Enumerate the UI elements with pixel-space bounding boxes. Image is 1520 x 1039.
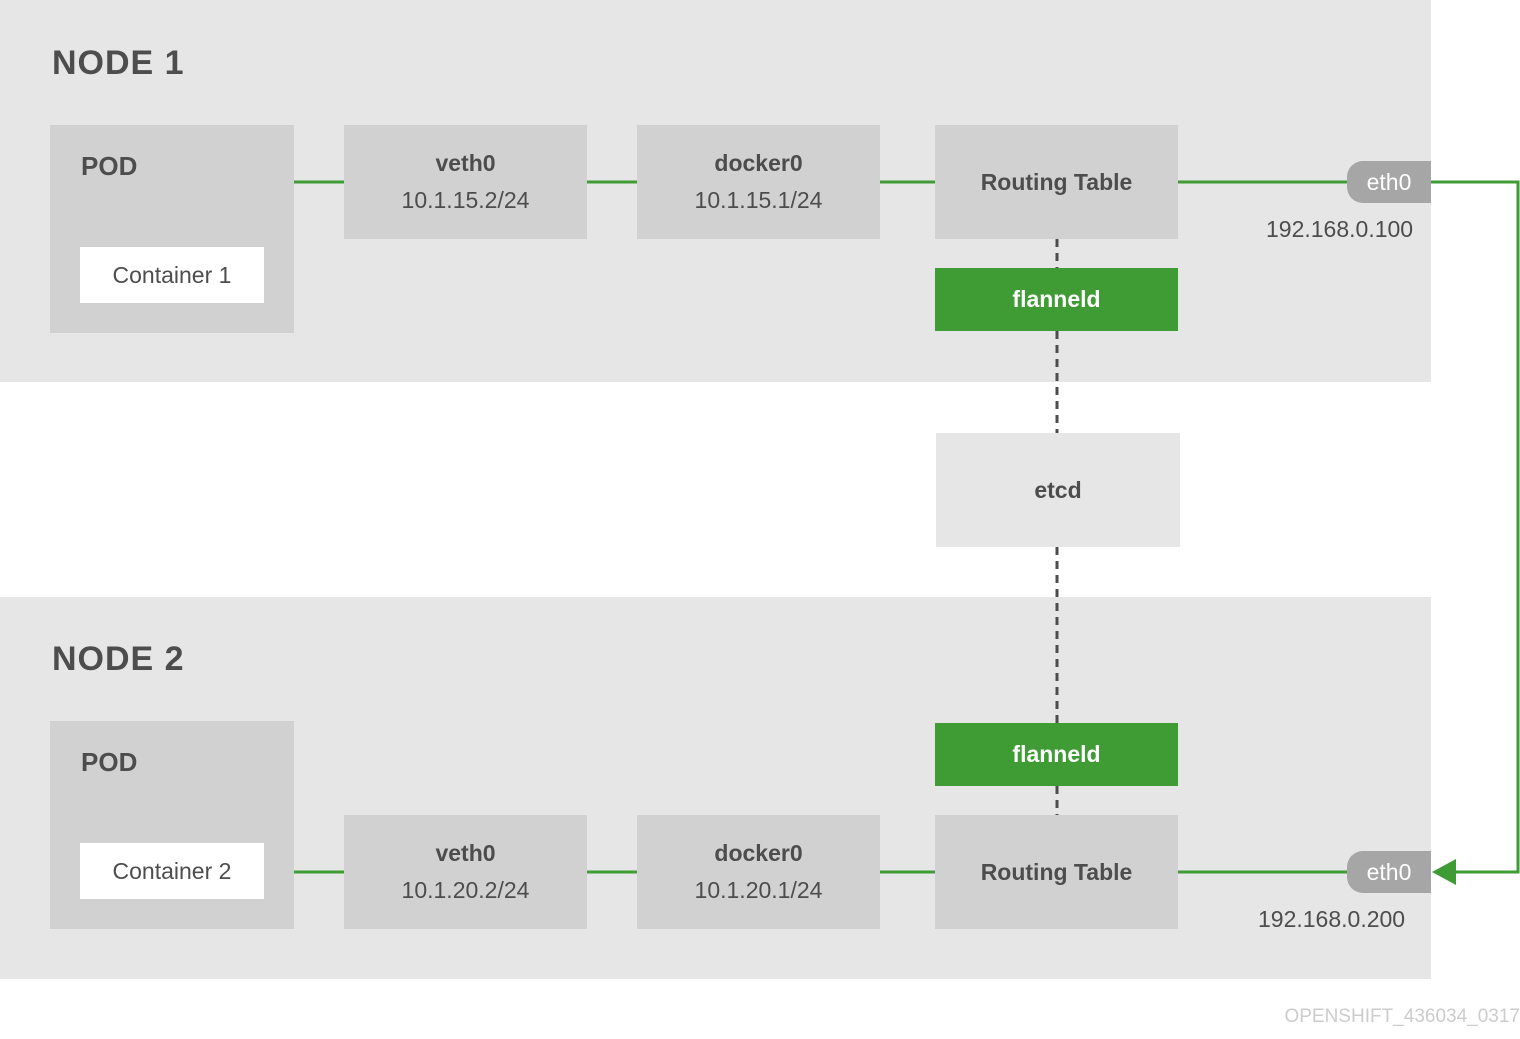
pod-label: POD — [81, 151, 138, 181]
container-2: Container 2 — [80, 843, 264, 899]
flanneld-2: flanneld — [935, 723, 1178, 786]
eth0-node-1-ip: 192.168.0.100 — [1266, 216, 1414, 242]
routing-table-1: Routing Table — [935, 125, 1178, 239]
container-1: Container 1 — [80, 247, 264, 303]
veth-2-ip: 10.1.20.2/24 — [401, 877, 530, 903]
pod-label: POD — [81, 747, 138, 777]
docker-1-ip: 10.1.15.1/24 — [694, 187, 823, 213]
docker-2-name: docker0 — [714, 840, 803, 866]
routing-table-1-label: Routing Table — [980, 168, 1133, 195]
veth-2-name: veth0 — [435, 840, 496, 866]
eth0-node-1: eth0 — [1347, 161, 1431, 203]
pod-2: POD Container 2 — [50, 721, 294, 929]
routing-table-2-label: Routing Table — [980, 858, 1133, 885]
eth0-node-2: eth0 — [1347, 851, 1431, 893]
node-2-title: NODE 2 — [52, 640, 185, 678]
pod-1: POD Container 1 — [50, 125, 294, 333]
veth-2-box: veth0 10.1.20.2/24 — [344, 815, 587, 929]
eth0-node-2-ip: 192.168.0.200 — [1258, 906, 1406, 932]
etcd-box: etcd — [936, 433, 1180, 547]
veth-1-name: veth0 — [435, 150, 496, 176]
routing-table-2: Routing Table — [935, 815, 1178, 929]
docker-1-box: docker0 10.1.15.1/24 — [637, 125, 880, 239]
docker-2-box: docker0 10.1.20.1/24 — [637, 815, 880, 929]
arrow-head — [1432, 859, 1456, 885]
veth-1-box: veth0 10.1.15.2/24 — [344, 125, 587, 239]
docker-2-ip: 10.1.20.1/24 — [694, 877, 823, 903]
flanneld-1: flanneld — [935, 268, 1178, 331]
node-1-title: NODE 1 — [52, 44, 185, 82]
veth-1-ip: 10.1.15.2/24 — [401, 187, 530, 213]
inter-node-path — [1431, 180, 1520, 874]
figure-id: OPENSHIFT_436034_0317 — [1284, 1006, 1520, 1027]
docker-1-name: docker0 — [714, 150, 803, 176]
